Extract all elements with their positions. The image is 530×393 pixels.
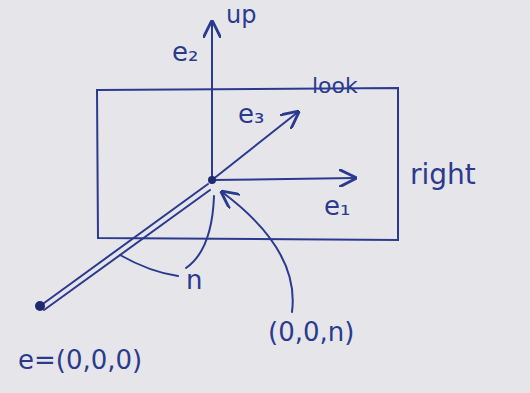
view-ray <box>44 190 210 310</box>
distance-label: n <box>186 266 202 295</box>
axis-label: up <box>226 2 256 28</box>
length-bracket <box>120 255 178 276</box>
axis-name: e₂ <box>172 38 198 67</box>
point-label: e=(0,0,0) <box>18 346 142 375</box>
right-axis <box>212 178 355 180</box>
point-label: (0,0,n) <box>268 318 354 347</box>
axis-name: e₃ <box>238 100 264 129</box>
axis-label: right <box>410 160 476 191</box>
up-axis <box>211 22 213 180</box>
image-plane <box>97 88 398 240</box>
axis-name: e₁ <box>324 192 350 221</box>
origin-point <box>208 176 216 184</box>
view-ray <box>40 184 208 306</box>
length-bracket <box>186 196 214 268</box>
eye-point <box>35 301 45 311</box>
axis-label: look <box>312 74 358 98</box>
pointer-arrow <box>222 192 293 312</box>
